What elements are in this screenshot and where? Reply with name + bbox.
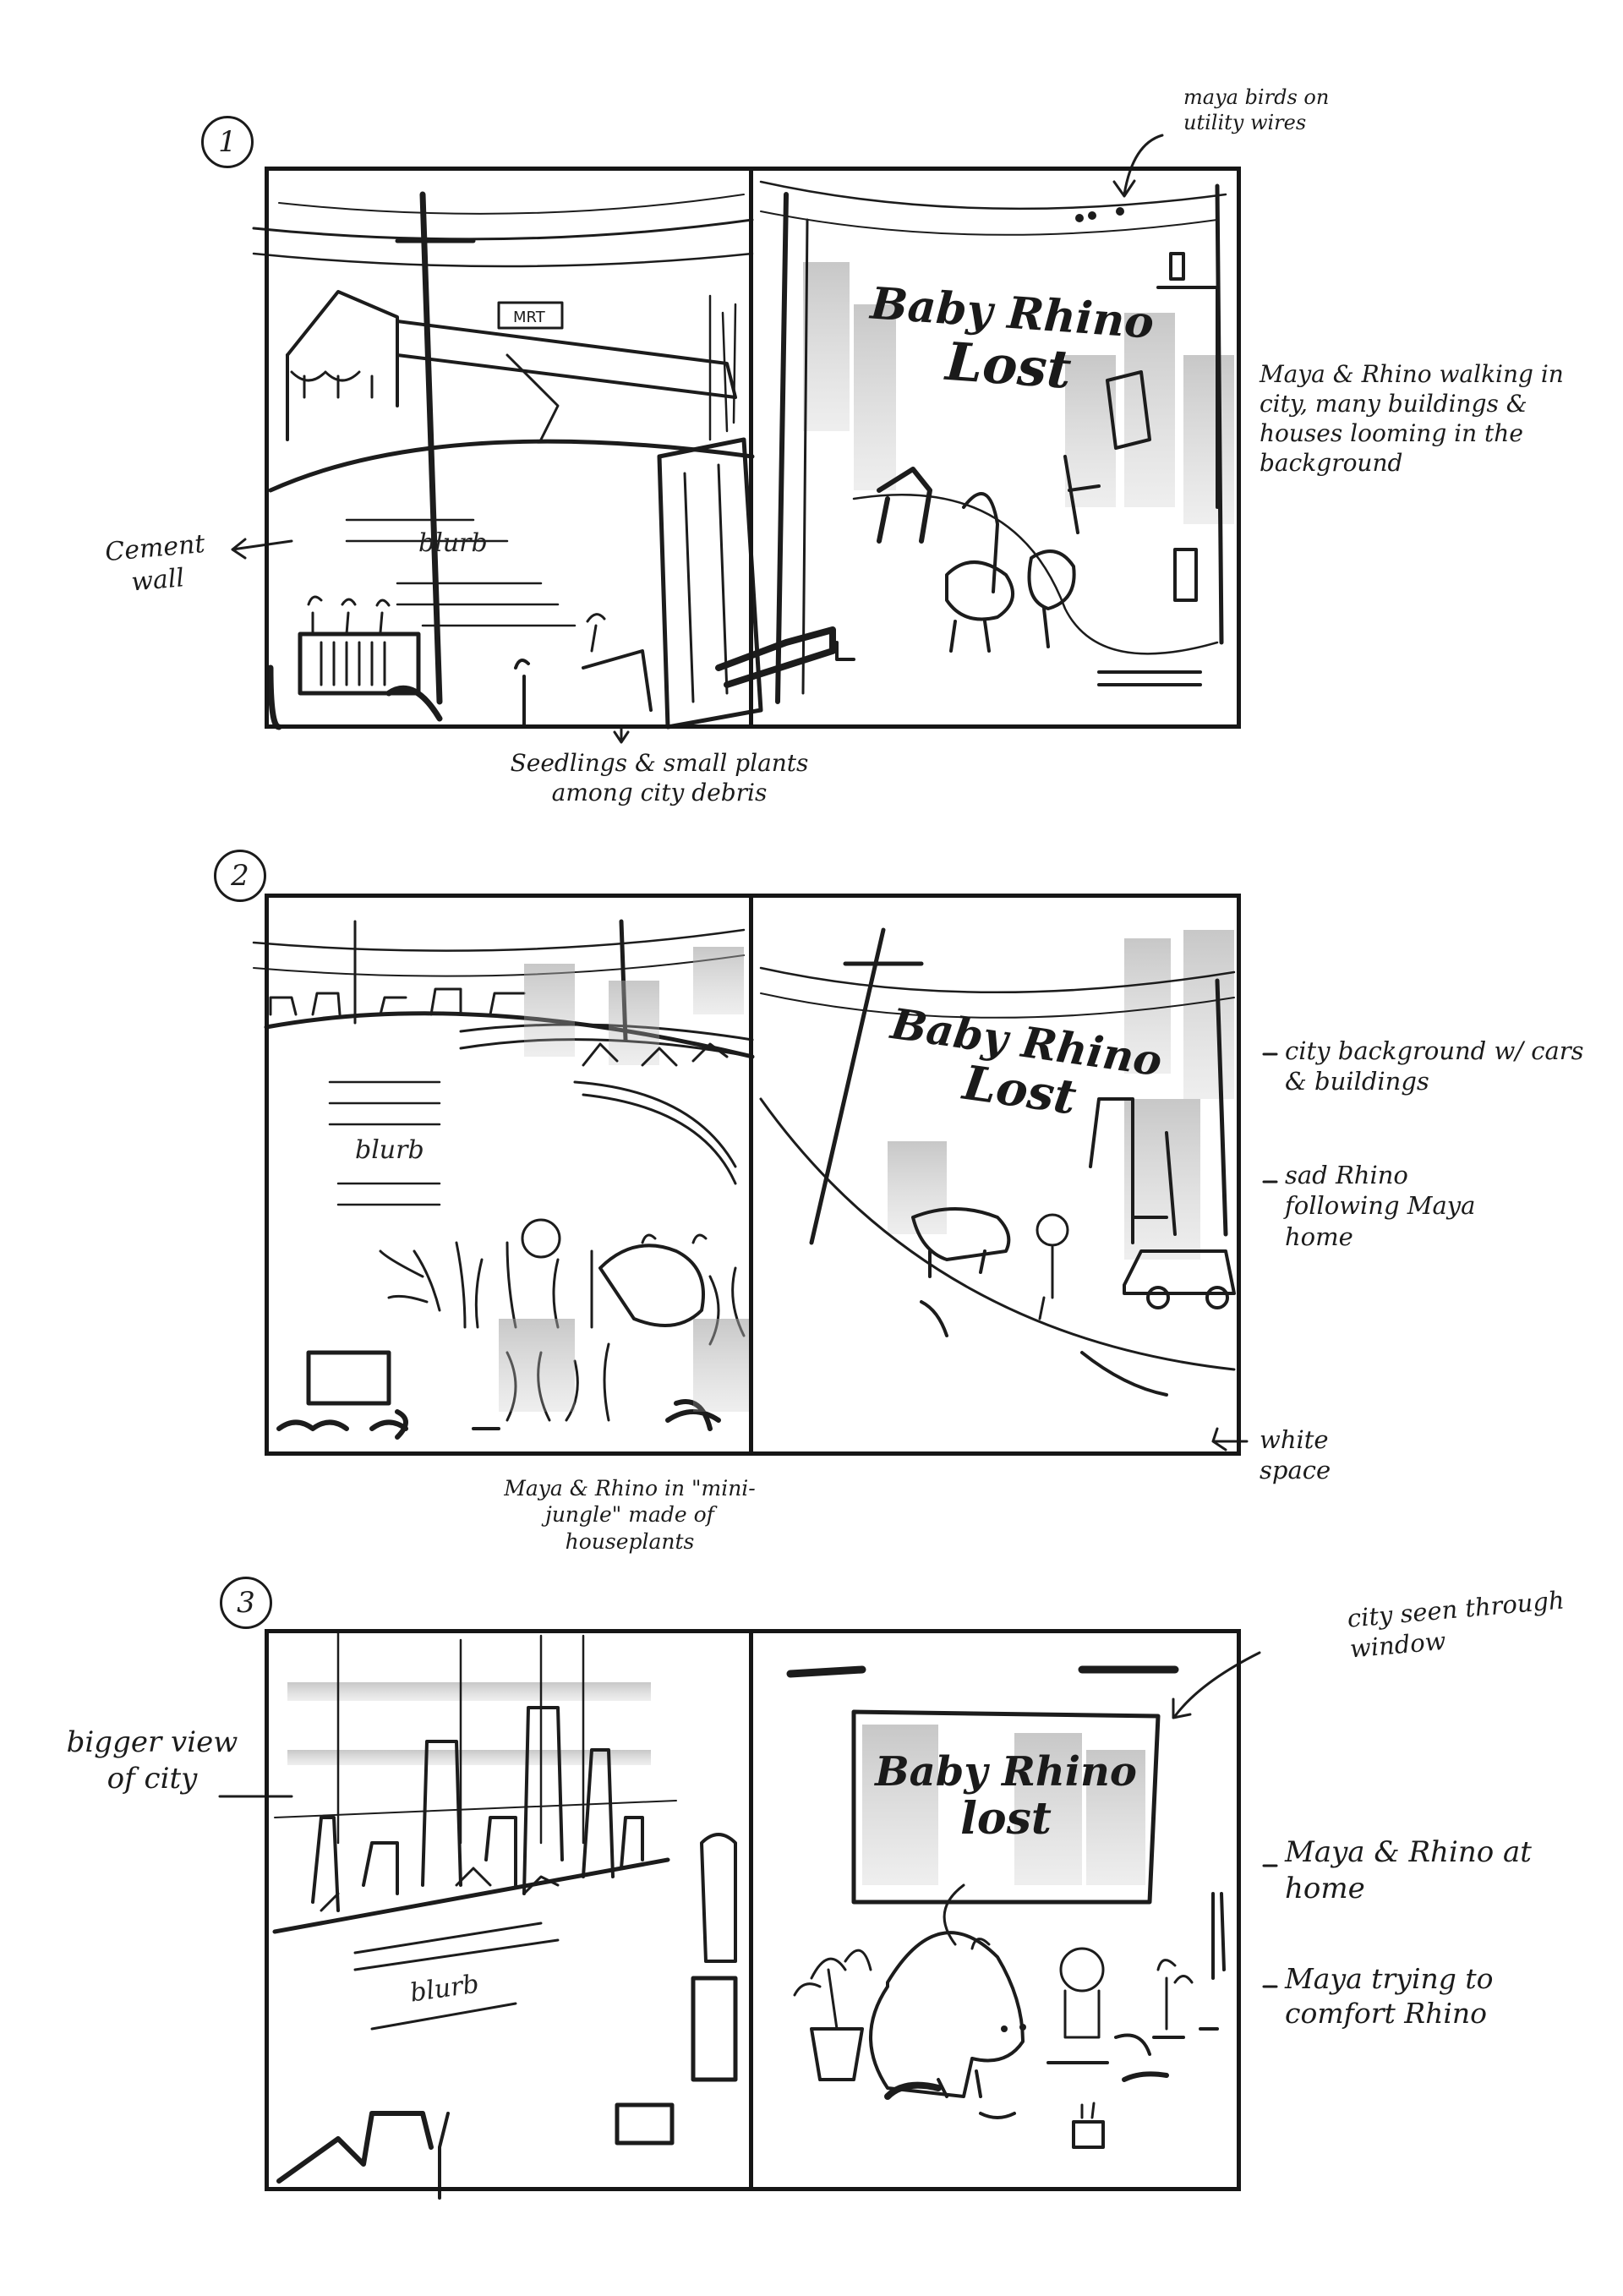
row3-note-home: Maya & Rhino at home [1285, 1835, 1532, 1905]
row1-number: 1 [201, 116, 254, 168]
annotation-arrows [218, 134, 1278, 1988]
row3-right-sketch [786, 1665, 1226, 2149]
row3-title-line2: lost [960, 1792, 1052, 1845]
row3-title-line1: Baby Rhino [875, 1748, 1137, 1796]
row1-left-sketch: MRT [252, 191, 763, 730]
row3-left-sketch [272, 1630, 738, 2200]
row2-number: 2 [214, 850, 266, 902]
row1-blurb: blurb [418, 528, 488, 558]
row1-note-birds: maya birds on utility wires [1183, 85, 1330, 134]
row2-right-sketch [693, 927, 1236, 1397]
row2-note-jungle: Maya & Rhino in "mini-jungle" made of ho… [504, 1476, 756, 1554]
row1-note-seedlings: Seedlings & small plants among city debr… [510, 749, 809, 806]
row3-note-bigger: bigger view of city [66, 1725, 238, 1796]
row1-gutter [749, 167, 753, 729]
row3-note-comfort: Maya trying to comfort Rhino [1285, 1962, 1494, 2031]
row1-right-sketch [715, 180, 1234, 704]
svg-text:MRT: MRT [513, 309, 546, 326]
row1-note-wall: Cement wall [103, 528, 206, 598]
row2-note-white-space: white space [1260, 1425, 1331, 1485]
row2-gutter [749, 894, 753, 1456]
row3-number: 3 [220, 1577, 272, 1629]
row2-left-sketch [252, 919, 755, 1440]
row1-note-walking: Maya & Rhino walking in city, many build… [1260, 360, 1564, 477]
row2-note-sad: sad Rhino following Maya home [1285, 1161, 1476, 1251]
row2-blurb: blurb [355, 1135, 424, 1165]
row1-title: Baby Rhino Lost [855, 277, 1166, 406]
row3-title: Baby Rhino lost [866, 1750, 1145, 1843]
row3-gutter [749, 1629, 753, 2191]
row2-note-city: city background w/ cars & buildings [1285, 1036, 1584, 1096]
